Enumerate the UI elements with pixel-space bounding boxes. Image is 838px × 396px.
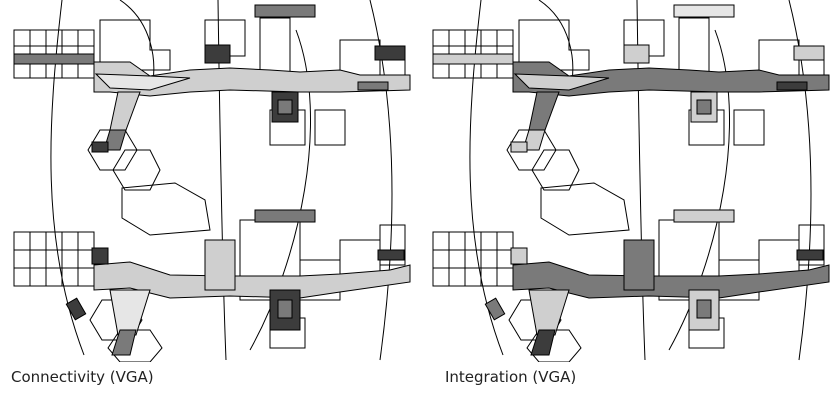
- upper-floor-outline: [432, 17, 825, 191]
- connectivity-panel: Connectivity (VGA): [11, 0, 411, 386]
- integration-panel: Integration (VGA): [419, 0, 838, 396]
- integration-caption: Integration (VGA): [445, 368, 577, 386]
- upper-floor-outline: [13, 17, 406, 191]
- connectivity-vga-floor-plan: [13, 0, 411, 362]
- integration-vga-floor-plan: [432, 0, 830, 362]
- lower-floor-circulation: [484, 209, 830, 356]
- connectivity-caption: Connectivity (VGA): [11, 368, 154, 386]
- upper-floor-circulation: [13, 4, 411, 153]
- lower-floor-circulation: [65, 209, 411, 356]
- upper-floor-circulation: [432, 4, 830, 153]
